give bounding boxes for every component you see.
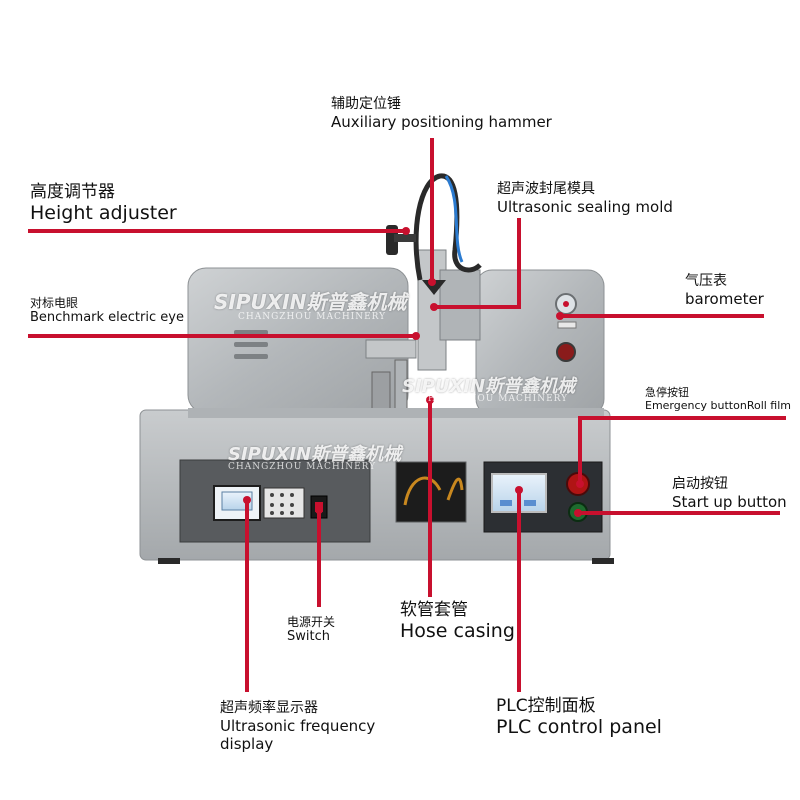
label-start: 启动按钮 Start up button: [672, 476, 787, 511]
label-switch-en: Switch: [287, 629, 330, 645]
label-barometer-zh: 气压表: [685, 273, 727, 289]
label-plc: PLC控制面板 PLC control panel: [496, 696, 662, 739]
upper-knob: [556, 342, 576, 362]
label-barometer-en: barometer: [685, 289, 764, 308]
label-height: 高度调节器 Height adjuster: [30, 182, 177, 225]
keypad: [263, 487, 305, 519]
label-height-zh: 高度调节器: [30, 182, 115, 202]
label-hose-zh: 软管套管: [400, 600, 468, 620]
vent-slots: [234, 330, 268, 359]
label-hammer-zh: 辅助定位锤: [331, 96, 401, 112]
label-plc-en: PLC control panel: [496, 716, 662, 739]
label-height-en: Height adjuster: [30, 202, 177, 225]
watermark-subtitle-upper: CHANGZHOU MACHINERY: [238, 312, 387, 322]
label-switch-zh: 电源开关: [287, 615, 336, 629]
label-mold-en: Ultrasonic sealing mold: [497, 197, 673, 216]
watermark-logo-upper: SIPUXIN斯普鑫机械: [214, 290, 407, 314]
label-hose-en: Hose casing: [400, 620, 515, 643]
watermark-subtitle-middle: CHANGZHOU MACHINERY: [420, 394, 569, 404]
label-plc-zh: PLC控制面板: [496, 696, 596, 716]
watermark-logo-middle: SIPUXIN斯普鑫机械: [402, 376, 576, 397]
label-freq: 超声频率显示器 Ultrasonic frequency display: [220, 700, 375, 753]
watermark-subtitle-lower: CHANGZHOU MACHINERY: [228, 462, 377, 472]
label-eye: 对标电眼 Benchmark electric eye: [30, 296, 184, 326]
callout-lines: [28, 138, 786, 692]
label-hammer-en: Auxiliary positioning hammer: [331, 112, 552, 131]
label-mold: 超声波封尾模具 Ultrasonic sealing mold: [497, 181, 673, 216]
label-barometer: 气压表 barometer: [685, 273, 764, 308]
eye-bracket: [365, 339, 417, 359]
label-hammer: 辅助定位锤 Auxiliary positioning hammer: [331, 96, 552, 131]
label-eye-en: Benchmark electric eye: [30, 310, 184, 326]
label-emergency: 急停按钮 Emergency buttonRoll film: [645, 386, 791, 412]
label-freq-en-2: display: [220, 734, 274, 753]
label-hose: 软管套管 Hose casing: [400, 600, 515, 643]
label-start-en: Start up button: [672, 492, 787, 511]
label-emergency-zh: 急停按钮: [645, 386, 689, 399]
label-freq-zh: 超声频率显示器: [220, 700, 318, 716]
label-freq-en-1: Ultrasonic frequency: [220, 716, 376, 735]
callout-dots: [243, 227, 584, 517]
label-switch: 电源开关 Switch: [287, 615, 335, 645]
label-start-zh: 启动按钮: [672, 476, 728, 492]
label-eye-zh: 对标电眼: [30, 296, 79, 310]
watermark-logo-lower: SIPUXIN斯普鑫机械: [228, 444, 402, 465]
label-mold-zh: 超声波封尾模具: [497, 181, 595, 197]
label-emergency-en: Emergency buttonRoll film: [645, 399, 792, 413]
